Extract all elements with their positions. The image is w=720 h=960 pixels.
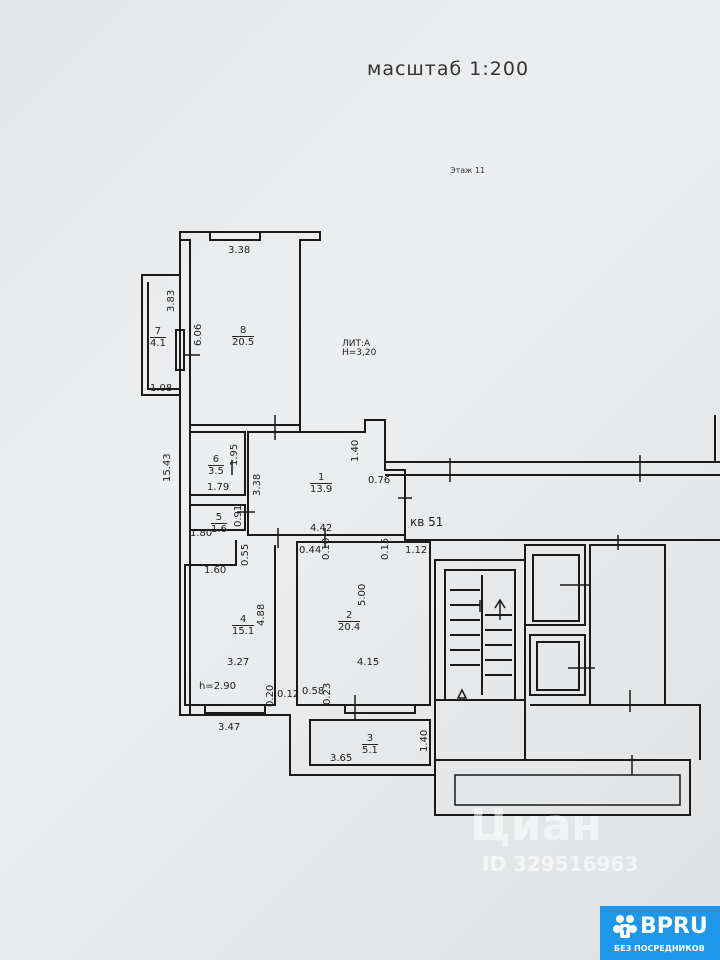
room-area: 3.5: [208, 466, 224, 477]
room-area: 15.1: [232, 626, 255, 637]
ceiling-height-text: Н=3,20: [342, 348, 377, 358]
dimension: 4.88: [256, 603, 267, 626]
dimension: 1.95: [229, 443, 240, 466]
dimension: 15.43: [162, 453, 173, 482]
room-area: 20.5: [232, 337, 255, 348]
dimension: 0.12: [277, 689, 300, 700]
dimension: 3.65: [330, 753, 353, 764]
dimension: 0.23: [322, 682, 333, 705]
badge-name: BPRU: [640, 914, 708, 939]
room-area: 1.6: [211, 524, 227, 535]
lit-text: ЛИТ:А: [342, 339, 371, 349]
room-area: 5.1: [362, 745, 378, 756]
dimension: 0.10: [321, 537, 332, 560]
dimension: 0.91: [233, 504, 244, 527]
room-number: 7: [150, 326, 166, 338]
room-number: 8: [232, 325, 255, 337]
room-number: 4: [232, 614, 255, 626]
dimension: 1.60: [204, 565, 227, 576]
room-number: 2: [338, 610, 361, 622]
dimension: 0.20: [265, 684, 276, 707]
dimension: 1.80: [190, 528, 213, 539]
dimension: 0.44: [299, 545, 322, 556]
people-key-icon: [613, 915, 637, 938]
room-area: 13.9: [310, 484, 333, 495]
bpru-badge[interactable]: BPRU БЕЗ ПОСРЕДНИКОВ: [600, 906, 720, 960]
room-area: 20.4: [338, 622, 361, 633]
dimension: 3.47: [218, 722, 241, 733]
room-number: 3: [362, 733, 378, 745]
building-lit-label: ЛИТ:А Н=3,20: [342, 340, 376, 358]
dimension: 5.00: [357, 583, 368, 606]
dimension: 4.15: [357, 657, 380, 668]
room-number: 6: [208, 454, 224, 466]
dimension: 3.83: [166, 289, 177, 312]
room-area: 4.1: [150, 338, 166, 349]
dimension: 3.38: [252, 473, 263, 496]
dimension: 0.15: [380, 537, 391, 560]
dimension: 0.76: [368, 475, 391, 486]
dimension: 1.40: [350, 439, 361, 462]
apartment-number: кв 51: [410, 515, 444, 529]
dimension: 0.58: [302, 686, 325, 697]
dimension: 1.12: [405, 545, 428, 556]
floor-label: Этаж 11: [450, 166, 486, 175]
dimension: 0.55: [240, 543, 251, 566]
dimension: 3.27: [227, 657, 250, 668]
dimension: 4.42: [310, 523, 333, 534]
watermark-id: ID 329516963: [482, 852, 639, 876]
dimension: 1.79: [207, 482, 230, 493]
room-number: 1: [310, 472, 333, 484]
dimension: 1.40: [419, 729, 430, 752]
dimension: 3.38: [228, 245, 251, 256]
scale-label: масштаб 1:200: [367, 58, 530, 80]
dimension: 6.06: [193, 323, 204, 346]
ceiling-height: h=2.90: [199, 681, 236, 692]
room-number: 5: [211, 512, 227, 524]
badge-subtitle: БЕЗ ПОСРЕДНИКОВ: [614, 944, 705, 953]
dimension: 1.08: [150, 383, 173, 394]
watermark-brand: Циан: [470, 800, 602, 851]
